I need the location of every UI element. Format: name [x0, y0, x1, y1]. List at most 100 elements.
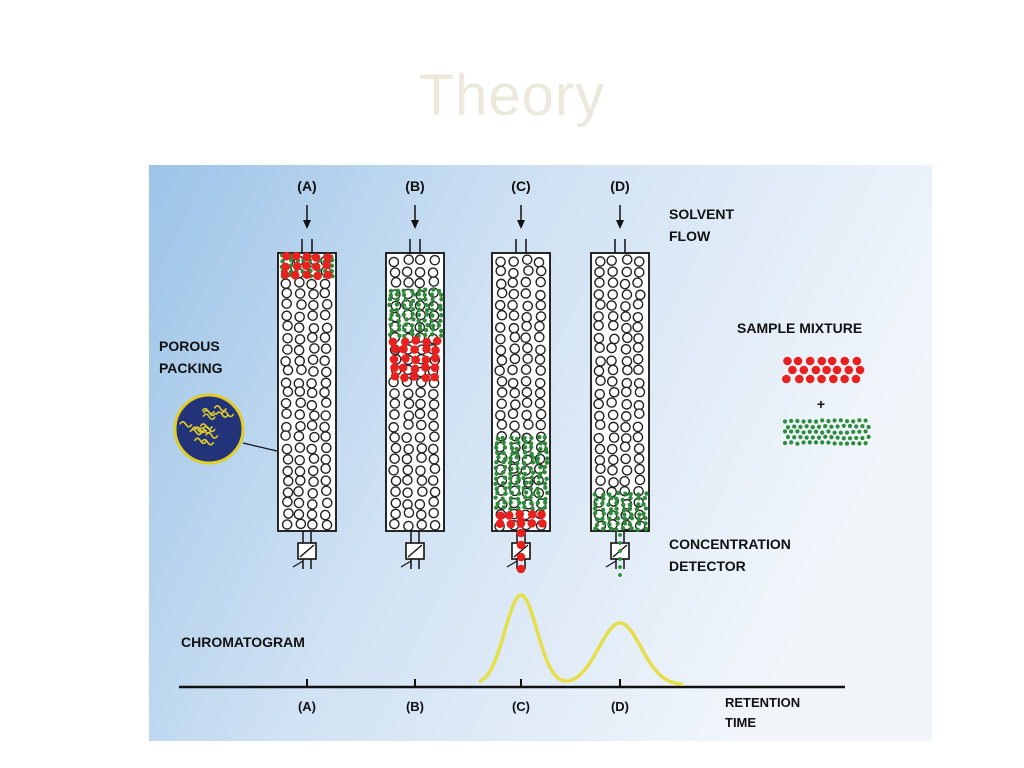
packing-bead [309, 431, 320, 443]
red-eluting-dot [516, 564, 526, 574]
packing-bead [389, 398, 401, 409]
packing-bead [308, 366, 319, 377]
red-component-dot [311, 262, 321, 272]
green-component-dot [509, 490, 514, 495]
green-component-dot [515, 461, 520, 466]
sample-green-dot [782, 440, 788, 446]
green-component-dot [528, 480, 533, 485]
red-component-dot [302, 252, 312, 262]
red-component-dot [504, 511, 514, 520]
packing-pore [189, 428, 203, 436]
green-component-dot [402, 333, 407, 339]
green-component-dot [614, 527, 619, 532]
packing-bead [280, 430, 291, 441]
packing-bead [508, 256, 519, 267]
green-component-dot [627, 522, 632, 527]
green-component-dot [417, 287, 422, 293]
packing-bead [593, 289, 605, 300]
packing-bead [294, 466, 306, 477]
green-component-dot [521, 460, 527, 466]
green-component-dot [493, 465, 498, 471]
packing-bead [321, 485, 332, 497]
red-component-dot [538, 519, 547, 528]
green-component-dot [529, 501, 534, 506]
green-component-dot [500, 480, 506, 486]
packing-bead [403, 254, 414, 265]
packing-bead [606, 255, 617, 266]
green-component-dot [594, 497, 599, 502]
packing-bead [306, 443, 318, 455]
green-component-dot [430, 323, 436, 328]
green-component-dot [606, 502, 611, 507]
packing-pore [202, 425, 216, 433]
packing-bead [281, 408, 292, 419]
packing-bead [320, 410, 332, 421]
packing-bead [608, 432, 620, 443]
green-component-dot [403, 322, 408, 327]
packing-bead [282, 332, 293, 344]
retention-time-label-2: TIME [725, 715, 756, 730]
sample-red-dot [851, 374, 861, 384]
red-component-dot [400, 373, 409, 382]
red-component-dot [431, 345, 440, 355]
packing-bead [620, 453, 631, 465]
packing-bead [429, 486, 441, 498]
red-component-dot [421, 373, 431, 383]
green-component-dot [522, 504, 527, 510]
green-component-dot [521, 485, 526, 491]
sample-green-dot [798, 424, 803, 430]
packing-bead [320, 475, 332, 486]
sample-green-dot [851, 419, 856, 424]
packing-bead [427, 475, 439, 486]
packing-bead [390, 497, 402, 509]
red-eluting-dot [516, 540, 526, 550]
packing-bead [635, 289, 646, 301]
sample-green-dot [838, 430, 843, 435]
packing-bead [621, 322, 632, 334]
green-component-dot [608, 526, 614, 531]
red-component-dot [432, 336, 442, 346]
packing-bead [320, 377, 332, 389]
green-component-dot [280, 259, 285, 264]
packing-bead [402, 487, 413, 498]
packing-bead [307, 310, 319, 321]
packing-bead [507, 299, 518, 311]
green-component-dot [528, 486, 534, 492]
sample-green-dot [795, 418, 800, 424]
green-component-dot [530, 455, 536, 460]
red-component-dot [280, 270, 290, 279]
green-component-dot [388, 293, 393, 298]
green-component-dot [530, 470, 536, 475]
packing-bead [294, 288, 306, 299]
packing-bead [293, 430, 305, 442]
green-component-dot [509, 441, 514, 446]
detector-slash-c [513, 544, 529, 558]
green-component-dot [592, 510, 598, 516]
green-component-dot [522, 450, 528, 455]
packing-bead [293, 497, 305, 509]
packing-bead [594, 266, 605, 278]
green-component-dot [394, 307, 399, 313]
green-component-dot [600, 526, 606, 532]
green-component-dot [495, 436, 501, 441]
red-component-dot [399, 344, 408, 354]
red-eluting-dot [516, 528, 526, 538]
packing-bead [534, 387, 546, 399]
packing-bead [428, 420, 439, 432]
packing-bead [633, 333, 644, 344]
packing-bead [293, 486, 304, 497]
green-component-dot [502, 500, 507, 505]
sample-green-dot [854, 424, 859, 429]
green-component-dot [514, 446, 519, 452]
packing-bead [414, 254, 426, 266]
packing-bead [319, 421, 330, 433]
packing-bead [402, 464, 414, 476]
green-component-dot [388, 316, 393, 322]
green-component-dot [422, 318, 427, 323]
green-component-dot [614, 496, 619, 502]
packing-bead [507, 277, 519, 288]
sample-green-dot [807, 419, 812, 424]
green-component-dot [538, 446, 543, 452]
red-component-dot [292, 261, 302, 271]
green-component-dot [495, 450, 500, 455]
